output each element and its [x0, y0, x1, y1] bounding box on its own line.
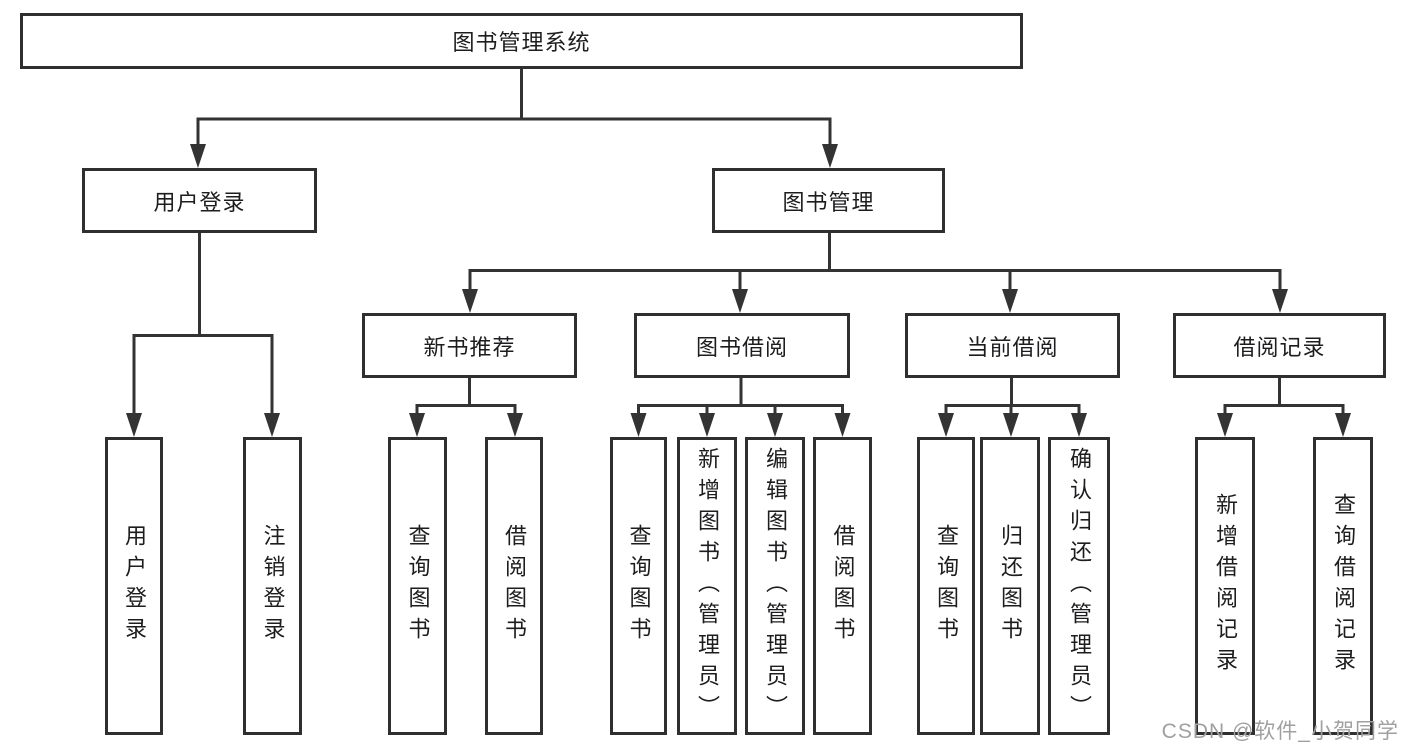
- arrowhead: [834, 413, 851, 437]
- arrowhead: [1002, 289, 1018, 313]
- node-user-login: 用户登录: [82, 168, 317, 233]
- node-label: 借阅图书: [502, 524, 527, 648]
- arrowhead: [1335, 413, 1351, 437]
- node-borrow-records: 借阅记录: [1173, 313, 1386, 378]
- arrowhead: [1272, 289, 1288, 313]
- node-leaf-borrow-books-recommend: 借阅图书: [485, 437, 543, 735]
- node-label: 图书借阅: [695, 334, 788, 360]
- node-library-management-system: 图书管理系统: [20, 13, 1023, 69]
- arrowhead: [822, 144, 838, 168]
- node-label: 用户登录: [153, 189, 246, 215]
- connector-new-book-children: [409, 378, 523, 437]
- node-leaf-query-books-current: 查询图书: [917, 437, 975, 735]
- arrowhead: [264, 413, 280, 437]
- node-label: 新书推荐: [423, 334, 516, 360]
- node-label: 查询图书: [405, 524, 431, 648]
- node-label: 编辑图书（管理员）: [763, 446, 788, 726]
- node-label: 注销登录: [260, 524, 286, 648]
- connector-book-management-children: [462, 233, 1288, 313]
- node-leaf-logout: 注销登录: [243, 437, 302, 735]
- node-current-borrow: 当前借阅: [905, 313, 1120, 378]
- node-label: 查询图书: [626, 524, 652, 648]
- arrowhead: [409, 413, 425, 437]
- node-leaf-query-books-borrow: 查询图书: [610, 437, 667, 735]
- node-label: 新增借阅记录: [1213, 493, 1238, 679]
- node-leaf-user-login: 用户登录: [105, 437, 163, 735]
- arrowhead: [507, 413, 523, 437]
- node-label: 确认归还（管理员）: [1067, 446, 1092, 726]
- node-leaf-confirm-return-admin: 确认归还（管理员）: [1048, 437, 1110, 735]
- node-leaf-query-borrow-record: 查询借阅记录: [1313, 437, 1373, 735]
- arrowhead: [938, 413, 954, 437]
- node-label: 图书管理: [782, 189, 875, 215]
- arrowhead: [732, 289, 748, 313]
- arrowhead: [1217, 413, 1233, 437]
- node-label: 查询借阅记录: [1331, 493, 1356, 679]
- arrowhead: [630, 413, 647, 437]
- arrowhead: [699, 413, 715, 437]
- connector-user-login-children: [126, 233, 280, 437]
- arrowhead: [767, 413, 783, 437]
- arrowhead: [126, 413, 142, 437]
- node-label: 归还图书: [998, 524, 1023, 648]
- arrowhead: [462, 289, 478, 313]
- arrowhead: [1003, 413, 1019, 437]
- node-label: 用户登录: [122, 524, 147, 648]
- arrowhead: [190, 144, 206, 168]
- node-label: 新增图书（管理员）: [695, 446, 720, 726]
- arrowhead: [1071, 413, 1087, 437]
- node-leaf-return-books: 归还图书: [980, 437, 1040, 735]
- node-label: 借阅记录: [1233, 334, 1326, 360]
- node-leaf-edit-books-admin: 编辑图书（管理员）: [745, 437, 805, 735]
- node-label: 当前借阅: [966, 334, 1059, 360]
- node-leaf-add-books-admin: 新增图书（管理员）: [677, 437, 737, 735]
- connector-current-borrow-children: [938, 378, 1087, 437]
- connector-root-to-level2: [190, 69, 838, 168]
- node-leaf-borrow-books: 借阅图书: [813, 437, 872, 735]
- node-leaf-query-books-recommend: 查询图书: [388, 437, 447, 735]
- csdn-watermark: CSDN @软件_小贺同学: [1161, 720, 1399, 743]
- node-new-book-recommend: 新书推荐: [362, 313, 577, 378]
- node-book-management: 图书管理: [712, 168, 945, 233]
- connector-borrow-records-children: [1217, 378, 1351, 437]
- node-label: 图书管理系统: [452, 30, 591, 55]
- node-leaf-add-borrow-record: 新增借阅记录: [1195, 437, 1255, 735]
- node-label: 借阅图书: [830, 524, 856, 648]
- connector-book-borrow-children: [630, 378, 851, 437]
- node-book-borrow: 图书借阅: [634, 313, 850, 378]
- node-label: 查询图书: [934, 524, 959, 648]
